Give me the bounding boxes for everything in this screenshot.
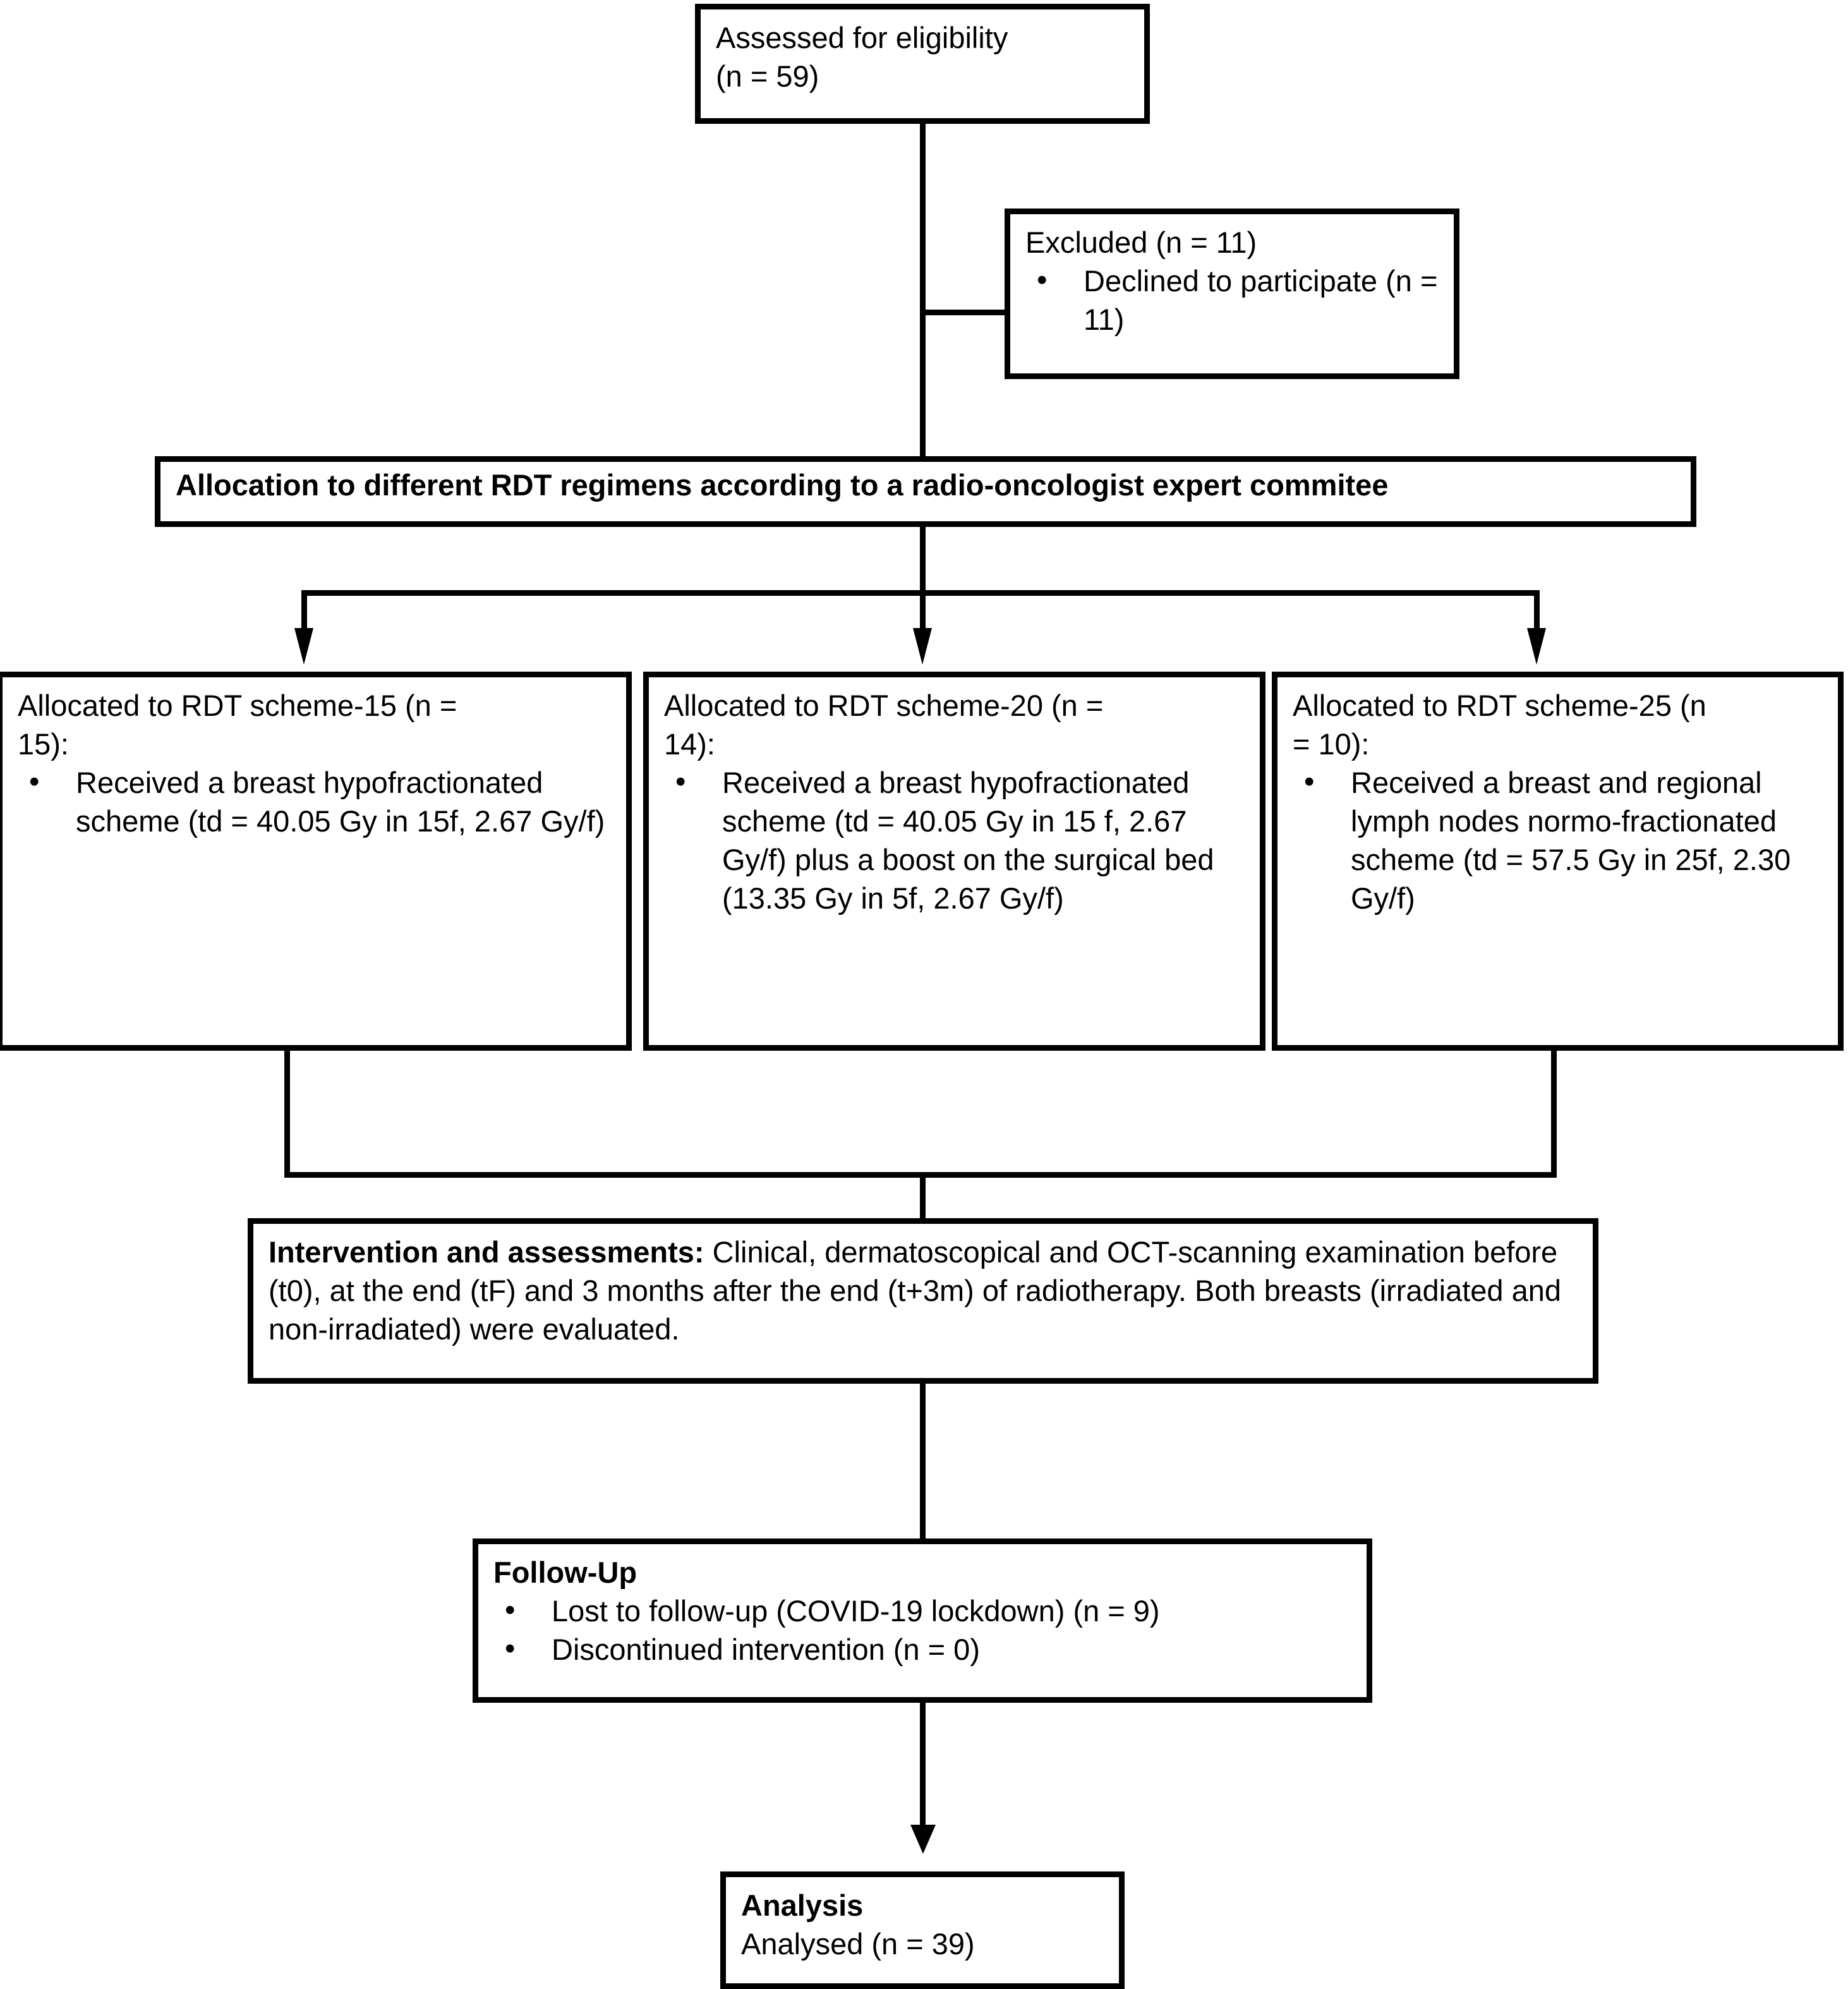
box-arm-scheme-20: Allocated to RDT scheme-20 (n = 14): • R…: [643, 672, 1265, 1051]
arm-15-heading-line-1: Allocated to RDT scheme-15 (n =: [18, 689, 457, 722]
bullet-icon: •: [1037, 263, 1048, 297]
arm-20-bullet-list: • Received a breast hypofractionated sch…: [664, 763, 1246, 917]
arm-20-heading-line-2: 14):: [664, 727, 715, 761]
arm-15-heading-line-2: 15):: [18, 727, 69, 761]
followup-bullet-text-1: Lost to follow-up (COVID-19 lockdown) (n…: [552, 1594, 1160, 1628]
excluded-heading: Excluded (n = 11): [1025, 226, 1257, 259]
connector-branch-to-excluded: [920, 310, 1008, 315]
list-item: • Declined to participate (n = 11): [1025, 262, 1440, 339]
connector-enrollment-to-allocation: [920, 124, 926, 459]
bullet-icon: •: [29, 765, 40, 799]
analysis-line: Analysed (n = 39): [741, 1927, 975, 1961]
bullet-icon: •: [505, 1631, 516, 1666]
list-item: • Received a breast hypofractionated sch…: [18, 763, 612, 840]
followup-bullet-list: • Lost to follow-up (COVID-19 lockdown) …: [493, 1592, 1353, 1669]
box-assessed-for-eligibility: Assessed for eligibility (n = 59): [695, 4, 1150, 124]
box-analysis: Analysis Analysed (n = 39): [720, 1871, 1125, 1989]
connector-drop-arm-20: [920, 590, 926, 629]
arm-20-heading-line-1: Allocated to RDT scheme-20 (n =: [664, 689, 1104, 722]
list-item: • Discontinued intervention (n = 0): [493, 1630, 1353, 1669]
allocation-label: Allocation to different RDT regimens acc…: [176, 468, 1389, 502]
arm-25-heading-line-2: = 10):: [1293, 727, 1370, 761]
assessed-line-1: Assessed for eligibility: [716, 21, 1008, 54]
connector-allocation-stem: [920, 527, 926, 595]
arm-15-bullet-list: • Received a breast hypofractionated sch…: [18, 763, 612, 840]
list-item: • Received a breast hypofractionated sch…: [664, 763, 1246, 917]
connector-drop-arm-25: [1534, 590, 1540, 629]
connector-followup-to-analysis: [920, 1703, 926, 1842]
intervention-text: Intervention and assessments: Clinical, …: [269, 1233, 1579, 1348]
arm-25-heading-line-1: Allocated to RDT scheme-25 (n: [1293, 689, 1706, 722]
analysis-heading: Analysis: [741, 1889, 864, 1922]
box-excluded: Excluded (n = 11) • Declined to particip…: [1005, 209, 1459, 379]
followup-heading: Follow-Up: [493, 1556, 637, 1589]
arrowhead-arm-20: [913, 628, 932, 665]
bullet-icon: •: [675, 765, 686, 799]
connector-intervention-to-followup: [920, 1384, 926, 1542]
bullet-icon: •: [505, 1593, 516, 1627]
assessed-line-2: (n = 59): [716, 59, 819, 94]
list-item: • Received a breast and regional lymph n…: [1293, 763, 1824, 917]
box-intervention-and-assessments: Intervention and assessments: Clinical, …: [248, 1218, 1598, 1384]
list-item: • Lost to follow-up (COVID-19 lockdown) …: [493, 1592, 1353, 1630]
arm-20-bullet-text: Received a breast hypofractionated schem…: [722, 766, 1214, 916]
intervention-label: Intervention and assessments:: [269, 1235, 704, 1269]
followup-bullet-text-2: Discontinued intervention (n = 0): [552, 1633, 980, 1667]
box-arm-scheme-25: Allocated to RDT scheme-25 (n = 10): • R…: [1272, 672, 1844, 1051]
box-allocation-bar: Allocation to different RDT regimens acc…: [155, 456, 1696, 527]
connector-merge-right-riser: [1551, 1051, 1557, 1177]
arm-25-bullet-text: Received a breast and regional lymph nod…: [1351, 766, 1791, 916]
arrowhead-arm-15: [294, 628, 313, 665]
excluded-bullet-list: • Declined to participate (n = 11): [1025, 262, 1440, 339]
bullet-icon: •: [1304, 765, 1315, 799]
connector-merge-to-intervention: [920, 1172, 926, 1223]
excluded-bullet-text: Declined to participate (n = 11): [1084, 264, 1438, 337]
box-follow-up: Follow-Up • Lost to follow-up (COVID-19 …: [473, 1539, 1372, 1703]
arrowhead-analysis: [910, 1825, 936, 1854]
arm-25-bullet-list: • Received a breast and regional lymph n…: [1293, 763, 1824, 917]
arm-15-bullet-text: Received a breast hypofractionated schem…: [76, 766, 605, 838]
box-arm-scheme-15: Allocated to RDT scheme-15 (n = 15): • R…: [0, 672, 632, 1051]
connector-merge-left-riser: [284, 1051, 290, 1177]
arrowhead-arm-25: [1527, 628, 1546, 665]
intervention-body: Clinical, dermatoscopical and OCT-scanni…: [269, 1235, 1562, 1346]
connector-drop-arm-15: [301, 590, 307, 629]
